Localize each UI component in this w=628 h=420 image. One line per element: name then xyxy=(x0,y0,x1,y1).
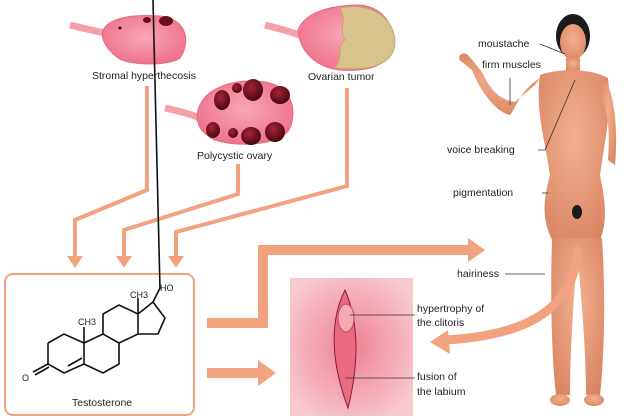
testosterone-structure xyxy=(32,0,166,376)
label-ch3-b: CH3 xyxy=(130,290,149,300)
arrowhead xyxy=(116,256,132,268)
label-pigmentation: pigmentation xyxy=(453,187,514,199)
effect-arrows xyxy=(207,238,485,386)
human-figure xyxy=(459,14,617,406)
label-clitoris-line2: the clitoris xyxy=(417,317,465,329)
label-hairiness: hairiness xyxy=(457,268,500,280)
polycystic-ovary-illustration xyxy=(164,79,294,145)
arrow-polycystic xyxy=(122,164,240,258)
label-ho: HO xyxy=(160,283,174,293)
label-clitoris-line1: hypertrophy of xyxy=(417,303,485,315)
arrow-tumor xyxy=(174,88,349,258)
arrow-stromal xyxy=(73,86,149,258)
curved-arrow xyxy=(444,247,583,345)
label-stromal-hyperthecosis: Stromal hyperthecosis xyxy=(92,70,196,82)
label-polycystic-ovary: Polycystic ovary xyxy=(197,150,273,162)
label-moustache: moustache xyxy=(478,38,530,50)
curved-arrowhead xyxy=(430,330,450,354)
label-labium-line2: the labium xyxy=(417,386,466,398)
label-testosterone: Testosterone xyxy=(72,397,133,409)
label-ovarian-tumor: Ovarian tumor xyxy=(308,71,375,83)
label-firm-muscles: firm muscles xyxy=(482,59,541,71)
arrowhead xyxy=(168,256,184,268)
label-ch3-a: CH3 xyxy=(78,317,97,327)
arrowhead xyxy=(67,256,83,268)
stromal-ovary-illustration xyxy=(69,15,187,65)
ovarian-tumor-illustration xyxy=(264,4,396,71)
label-oxygen: O xyxy=(22,373,30,383)
cyst xyxy=(159,16,173,26)
cause-arrows xyxy=(73,86,349,258)
testosterone-box xyxy=(4,273,195,416)
leader-lines xyxy=(345,43,576,379)
label-voice-breaking: voice breaking xyxy=(447,144,515,156)
cyst xyxy=(143,17,151,23)
label-labium-line1: fusion of xyxy=(417,371,457,383)
